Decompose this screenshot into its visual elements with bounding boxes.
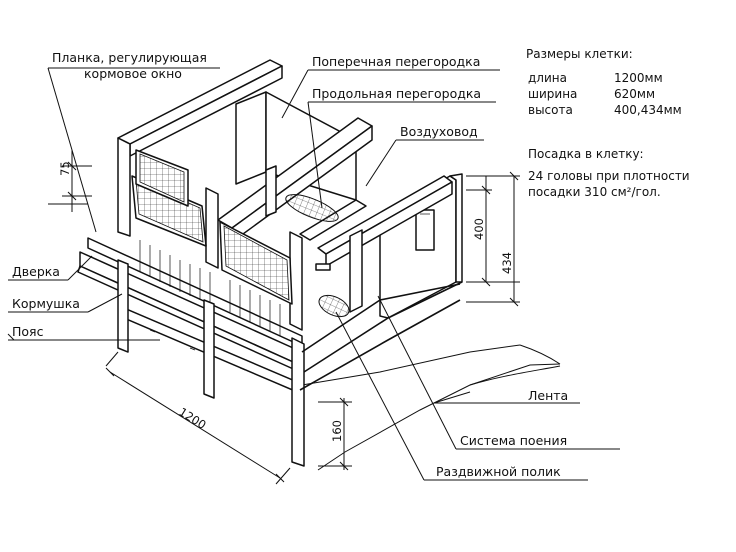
label-razdvizhnoy-polik: Раздвижной полик bbox=[436, 464, 561, 479]
spec-height-value: 400,434мм bbox=[614, 103, 682, 117]
label-planka-1: Планка, регулирующая bbox=[52, 50, 207, 65]
front-frame bbox=[77, 137, 463, 467]
leader-lines bbox=[7, 67, 620, 481]
dimension-lines bbox=[62, 150, 520, 485]
label-planka-2: кормовое окно bbox=[84, 66, 182, 81]
label-poperechnaya: Поперечная перегородка bbox=[312, 54, 480, 69]
label-lenta: Лента bbox=[528, 388, 568, 403]
posadka-title: Посадка в клетку: bbox=[528, 147, 644, 161]
dim-1200: 1200 bbox=[176, 405, 208, 432]
dim-434: 434 bbox=[500, 252, 514, 274]
water-box bbox=[415, 209, 435, 251]
spec-length-value: 1200мм bbox=[614, 71, 663, 85]
label-kormushka: Кормушка bbox=[12, 296, 80, 311]
dim-400: 400 bbox=[472, 218, 486, 240]
drinker-ellipses bbox=[285, 194, 350, 318]
spec-length-name: длина bbox=[528, 71, 567, 85]
spec-height-name: высота bbox=[528, 103, 573, 117]
spec-width-name: ширина bbox=[528, 87, 577, 101]
door-right[interactable] bbox=[219, 221, 293, 305]
door-left[interactable] bbox=[131, 149, 207, 247]
dim-75: 75 bbox=[58, 161, 72, 176]
dim-160: 160 bbox=[330, 420, 344, 442]
spec-width-value: 620мм bbox=[614, 87, 655, 101]
conveyor-belt bbox=[301, 344, 561, 471]
specs-block: Размеры клетки: длина 1200мм ширина 620м… bbox=[526, 47, 690, 199]
back-frame bbox=[117, 59, 463, 319]
posadka-line-2: посадки 310 см²/гол. bbox=[528, 185, 661, 199]
label-vozdukhovod: Воздуховод bbox=[400, 124, 478, 139]
specs-title: Размеры клетки: bbox=[526, 47, 633, 61]
label-poyas: Пояс bbox=[12, 324, 44, 339]
label-dverka: Дверка bbox=[12, 264, 60, 279]
part-labels: Планка, регулирующая кормовое окно Попер… bbox=[12, 50, 568, 479]
label-prodolnaya: Продольная перегородка bbox=[312, 86, 481, 101]
label-sistema-poeniya: Система поения bbox=[460, 433, 567, 448]
posadka-line-1: 24 головы при плотности bbox=[528, 169, 690, 183]
